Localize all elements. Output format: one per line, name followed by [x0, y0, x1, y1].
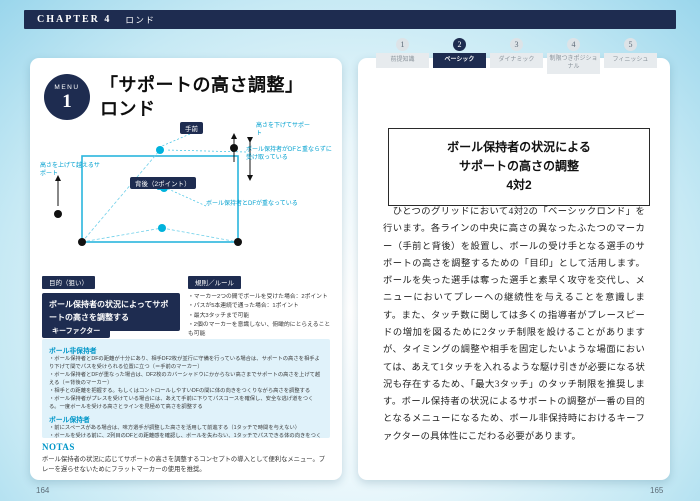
chapter-label: CHAPTER 4: [37, 14, 112, 25]
objective-header: 目的（狙い）: [42, 275, 95, 289]
rondo-field-illustration: [54, 133, 253, 246]
step-number: 1: [396, 38, 409, 51]
exercise-title-box: ボール保持者の状況による サポートの高さの調整 4対2: [388, 128, 650, 206]
step-number: 3: [510, 38, 523, 51]
note-lower-support: 高さを下げてサポート: [256, 123, 311, 138]
keyfactor-header: キーファクター: [42, 324, 111, 338]
step-number: 5: [624, 38, 637, 51]
player-dot-cyan: [156, 146, 164, 154]
drill-title-line2: ロンド: [100, 99, 156, 120]
left-page: MENU 1 「サポートの高さ調整」 ロンド: [30, 58, 342, 480]
label-leader-line: [165, 187, 207, 207]
rule-item: ・2個のマーカーを意識しない、俯瞰的にとらえることも可能: [188, 321, 331, 338]
rule-item: ・最大3タッチまで可能: [188, 312, 250, 319]
note-receive-clear: ボール保持者がDFと重ならずに受け取っている: [246, 147, 332, 162]
keyfactor-item: ・ボール保持者とDFの距離が十分にあり、相手DF2枚が並行に守備を行っている場合…: [49, 356, 320, 370]
chapter-title: ロンド: [125, 14, 156, 25]
drill-title: 「サポートの高さ調整」 ロンド: [100, 73, 304, 122]
keyfactor-item: ・前にスペースがある場合は、味方選手が調整した高さを活用して前進する（1タッチで…: [49, 424, 301, 431]
step-dynamic: 3 ダイナミック: [490, 38, 543, 68]
label-leader-line: [161, 133, 191, 147]
keyfactor-item: ・ボールを受ける前に、2列目のDFとの距離感を確認し、ボールを失わない、1タッチ…: [49, 432, 322, 439]
step-label: 制限つきポジショナル: [547, 53, 600, 74]
step-label: フィニッシュ: [604, 53, 657, 68]
player-dot-cyan: [158, 224, 166, 232]
objective-text: ボール保持者の状況によってサポートの高さを調整する: [42, 293, 180, 331]
keyfactor-item: ・相手との距離を把握する。もしくはコントロールしやすいDFの間に体の向きをつくり…: [49, 387, 311, 394]
rules-section: 規則／ルール ・マーカー2つの間でボールを受けた場合：2ポイント ・パスが5本連…: [188, 272, 334, 339]
step-basic-active: 2 ベーシック: [433, 38, 486, 68]
objective-section: 目的（狙い） ボール保持者の状況によってサポートの高さを調整する: [42, 272, 180, 331]
keyfactor-item: ・ボール保持者がプレスを受けている場合には、あえて手前に下りてパスコースを確保し…: [49, 395, 314, 410]
rules-list: ・マーカー2つの間でボールを受けた場合：2ポイント ・パスが5本連続で通った場合…: [188, 293, 334, 339]
exercise-title-line3: 4対2: [506, 178, 532, 193]
chapter-header-bar: CHAPTER 4 ロンド: [24, 10, 676, 29]
step-label: ダイナミック: [490, 53, 543, 68]
player-dot-black: [230, 144, 238, 152]
keyfactor-panel: ボール非保持者 ・ボール保持者とDFの距離が十分にあり、相手DF2枚が並行に守備…: [42, 339, 330, 438]
page-number-right: 165: [650, 486, 664, 495]
step-finish: 5 フィニッシュ: [604, 38, 657, 68]
page-number-left: 164: [36, 486, 50, 495]
exercise-title-line1: ボール保持者の状況による: [447, 140, 591, 154]
keyfactor-section-title: ボール非保持者: [49, 348, 97, 355]
menu-badge-label: MENU: [54, 83, 80, 91]
step-positional: 4 制限つきポジショナル: [547, 38, 600, 74]
rondo-diagram: 手前 背後（2ポイント） 高さを下げてサポート ボール保持者がDFと重ならずに受…: [38, 122, 334, 270]
step-number: 4: [567, 38, 580, 51]
drill-title-line1: 「サポートの高さ調整」: [100, 75, 304, 95]
player-dot-black: [234, 238, 242, 246]
note-raise-support: 高さを上げて越えるサポート: [40, 163, 100, 178]
rules-header: 規則／ルール: [188, 275, 241, 289]
step-number: 2: [453, 38, 466, 51]
grid-square: [81, 155, 239, 243]
keyfactor-item: ・ボール保持者とDFが重なった場合は、DF2枚のカバーシャドウにかからない高さま…: [49, 371, 321, 386]
rule-item: ・マーカー2つの間でボールを受けた場合：2ポイント: [188, 294, 328, 300]
front-marker-label: 手前: [180, 122, 203, 134]
pass-line: [161, 227, 239, 243]
player-dot-black: [54, 210, 62, 218]
step-zenteichishiki: 1 前提知識: [376, 38, 429, 68]
step-label: ベーシック: [433, 53, 486, 68]
menu-badge: MENU 1: [44, 74, 90, 120]
body-text: ひとつのグリッドにおいて4対2の「ベーシックロンド」を行います。各ラインの中央に…: [383, 207, 645, 442]
pass-line: [81, 227, 163, 243]
right-page: ボール保持者の状況による サポートの高さの調整 4対2 ひとつのグリッドにおいて…: [358, 58, 670, 480]
exercise-title-line2: サポートの高さの調整: [458, 159, 579, 174]
pass-line: [81, 149, 161, 243]
step-label: 前提知識: [376, 53, 429, 68]
player-dot-black: [78, 238, 86, 246]
menu-badge-number: 1: [62, 90, 72, 112]
back-marker-label: 背後（2ポイント）: [130, 177, 196, 189]
note-df-overlap: ボール保持者とDFが重なっている: [206, 201, 298, 207]
notas-header: NOTAS: [42, 442, 75, 452]
progression-stepper: 1 前提知識 2 ベーシック 3 ダイナミック 4 制限つきポジショナル 5 フ…: [376, 38, 660, 74]
rule-item: ・パスが5本連続で通った場合：1ポイント: [188, 303, 299, 310]
notas-text: ボール保持者の状況に応じてサポートの高さを調整するコンセプトの導入として便利なメ…: [42, 456, 326, 473]
keyfactor-section-title: ボール保持者: [49, 416, 90, 424]
